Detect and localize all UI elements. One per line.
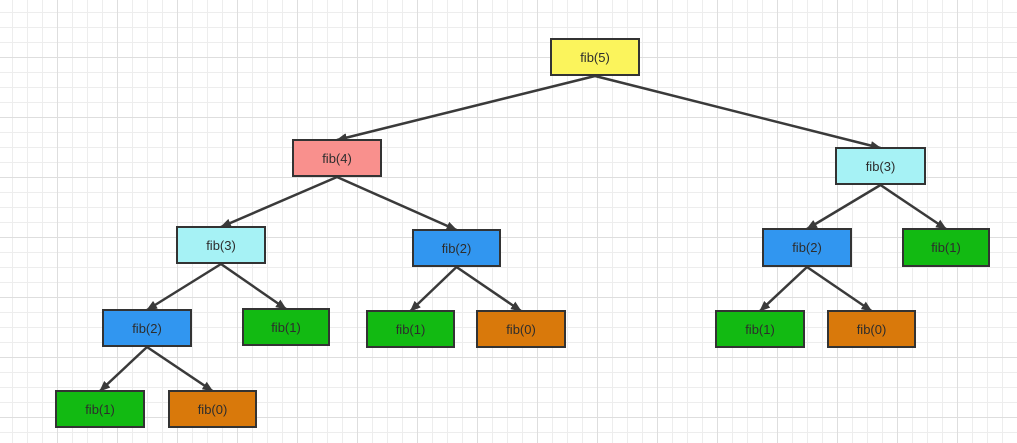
node-label: fib(0) — [856, 321, 887, 337]
tree-edge-fib3-left-to-fib1-lr — [220, 262, 287, 311]
tree-edge-fib4-to-fib2-mid — [336, 175, 458, 232]
tree-node-fib3-left[interactable]: fib(3) — [176, 226, 266, 264]
tree-node-fib0-right[interactable]: fib(0) — [827, 310, 916, 348]
node-label: fib(0) — [197, 401, 228, 417]
tree-node-fib1-lr[interactable]: fib(1) — [242, 308, 330, 346]
tree-node-fib1-mid[interactable]: fib(1) — [366, 310, 455, 348]
tree-edge-fib2-left-to-fib0-bottom — [146, 345, 214, 393]
tree-node-fib2-left[interactable]: fib(2) — [102, 309, 192, 347]
tree-node-fib3-right[interactable]: fib(3) — [835, 147, 926, 185]
node-label: fib(3) — [206, 237, 236, 253]
tree-edge-fib2-right-to-fib1-rl — [759, 266, 808, 312]
tree-node-fib5[interactable]: fib(5) — [550, 38, 640, 76]
tree-edge-fib2-right-to-fib0-right — [806, 265, 873, 313]
tree-node-fib2-right[interactable]: fib(2) — [762, 228, 852, 267]
node-label: fib(0) — [506, 321, 536, 337]
tree-node-fib1-rr[interactable]: fib(1) — [902, 228, 990, 267]
tree-edge-fib3-right-to-fib1-rr — [879, 183, 947, 231]
tree-node-fib1-rl[interactable]: fib(1) — [715, 310, 805, 348]
tree-node-fib4[interactable]: fib(4) — [292, 139, 382, 177]
tree-edge-fib3-left-to-fib2-left — [146, 262, 222, 312]
node-label: fib(4) — [322, 150, 352, 166]
node-label: fib(3) — [865, 158, 896, 174]
tree-node-fib0-bottom[interactable]: fib(0) — [168, 390, 257, 428]
node-label: fib(2) — [132, 320, 162, 336]
node-label: fib(5) — [580, 49, 610, 65]
tree-node-fib2-mid[interactable]: fib(2) — [412, 229, 501, 267]
tree-edge-fib4-to-fib3-left — [220, 175, 338, 229]
node-label: fib(2) — [441, 240, 472, 256]
node-label: fib(1) — [931, 240, 961, 255]
tree-edge-fib2-mid-to-fib0-mid — [455, 265, 522, 313]
tree-edge-fib2-left-to-fib1-bottom — [99, 346, 148, 392]
tree-node-fib0-mid[interactable]: fib(0) — [476, 310, 566, 348]
tree-edge-fib5-to-fib4 — [336, 74, 596, 142]
tree-edge-fib3-right-to-fib2-right — [806, 183, 882, 231]
node-label: fib(2) — [792, 240, 822, 255]
node-label: fib(1) — [395, 321, 426, 337]
tree-edge-fib5-to-fib3-right — [594, 74, 882, 150]
node-label: fib(1) — [271, 319, 301, 335]
node-label: fib(1) — [85, 401, 115, 417]
tree-edge-fib2-mid-to-fib1-mid — [409, 266, 458, 312]
node-label: fib(1) — [745, 321, 775, 337]
tree-node-fib1-bottom[interactable]: fib(1) — [55, 390, 145, 428]
